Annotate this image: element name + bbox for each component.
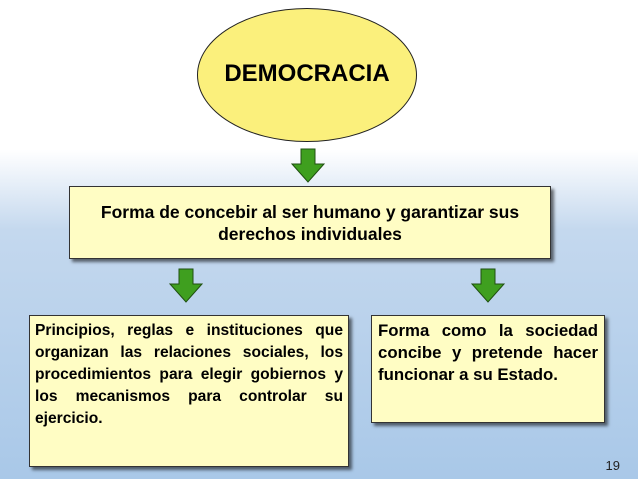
page-number: 19 (605, 458, 620, 473)
concept-box: Forma de concebir al ser humano y garant… (69, 186, 551, 259)
principles-text: Principios, reglas e instituciones que o… (35, 322, 343, 427)
society-text: Forma como la sociedad concibe y pretend… (378, 321, 598, 384)
concept-text: Forma de concebir al ser humano y garant… (100, 201, 520, 244)
principles-box: Principios, reglas e instituciones que o… (29, 315, 349, 467)
society-box: Forma como la sociedad concibe y pretend… (371, 315, 605, 423)
down-arrow-right-icon (470, 268, 506, 303)
down-arrow-icon (290, 148, 326, 183)
democracia-ellipse: DEMOCRACIA (197, 8, 417, 142)
democracia-title: DEMOCRACIA (224, 60, 390, 87)
down-arrow-left-icon (168, 268, 204, 303)
